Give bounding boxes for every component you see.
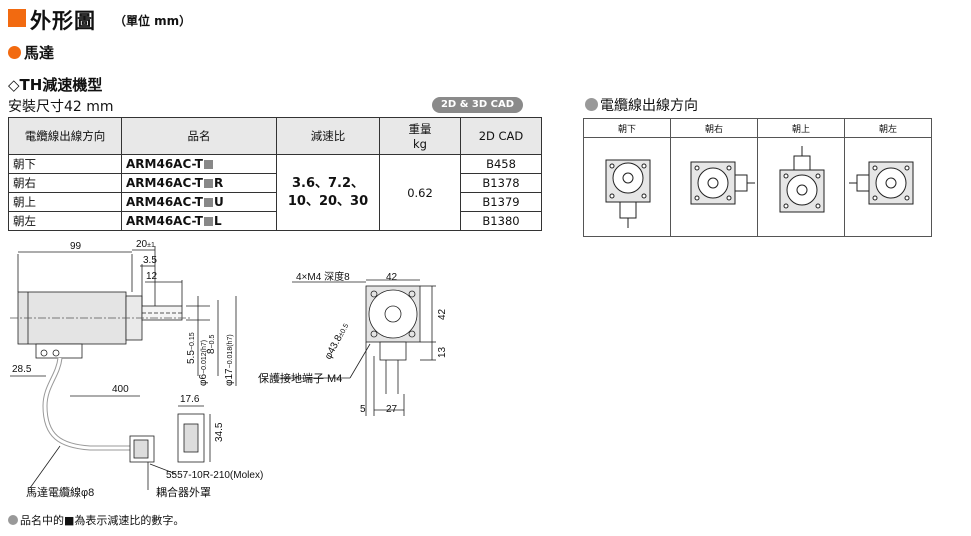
- dim-5: 5: [360, 404, 366, 415]
- ratio-placeholder-icon: [203, 179, 213, 188]
- direction-view-right: [670, 137, 758, 237]
- bullet-icon: [585, 98, 598, 111]
- ground-terminal-label: 保護接地端子 M4: [258, 371, 342, 385]
- cad-link[interactable]: B1379: [460, 192, 542, 212]
- motor-up-icon: [779, 146, 825, 213]
- dim-shaft-6: φ6−0.012(h7): [198, 340, 209, 386]
- ratio-placeholder-icon: [203, 198, 213, 207]
- cable-label: 馬達電纜線φ8: [26, 485, 94, 499]
- section-motor: 馬達: [24, 44, 55, 62]
- table-row: 朝下 ARM46AC-T 3.6、7.2、10、20、30 0.62 B458: [8, 154, 542, 231]
- unit-label: （單位 mm）: [114, 14, 192, 28]
- header-direction: 電纜線出線方向: [8, 117, 122, 155]
- cad-link[interactable]: B1380: [460, 211, 542, 231]
- dim-99: 99: [70, 241, 82, 252]
- dim-400: 400: [112, 384, 129, 395]
- dim-27: 27: [386, 404, 398, 415]
- dim-28-5: 28.5: [12, 364, 32, 375]
- row-direction: 朝右: [8, 173, 122, 193]
- direction-view-left: [844, 137, 932, 237]
- dim-13: 13: [437, 346, 448, 358]
- dim-42-height: 42: [437, 308, 448, 320]
- direction-label-left: 朝左: [844, 118, 932, 138]
- header-ratio: 減速比: [276, 117, 380, 155]
- footnote: 品名中的■為表示減速比的數字。: [20, 514, 185, 527]
- series-title: ◇TH減速機型: [8, 76, 103, 94]
- direction-label-up: 朝上: [757, 118, 845, 138]
- motor-left-icon: [849, 161, 914, 205]
- direction-view-down: [583, 137, 671, 237]
- direction-label-down: 朝下: [583, 118, 671, 138]
- row-direction: 朝左: [8, 211, 122, 231]
- motor-down-icon: [605, 159, 651, 228]
- row-direction: 朝上: [8, 192, 122, 212]
- row-direction: 朝下: [8, 154, 122, 174]
- mount-size: 安裝尺寸42 mm: [8, 99, 114, 115]
- direction-view-up: [757, 137, 845, 237]
- dim-20: 20±1: [136, 239, 155, 250]
- dim-12: 12: [146, 271, 158, 282]
- motor-right-icon: [690, 161, 755, 205]
- bullet-icon: [8, 46, 21, 59]
- direction-panel: 朝下 朝右 朝上 朝左: [583, 118, 932, 237]
- dim-4xm4: 4×M4 深度8: [296, 270, 350, 283]
- row-name: ARM46AC-T: [121, 154, 277, 174]
- direction-label-right: 朝右: [670, 118, 758, 138]
- cad-link[interactable]: B458: [460, 154, 542, 174]
- ratio-placeholder-icon: [203, 160, 213, 169]
- title-marker: [8, 9, 26, 27]
- header-name: 品名: [121, 117, 277, 155]
- dim-5-5: 5.5−0.15: [186, 332, 197, 364]
- dim-3-5: 3.5: [143, 255, 157, 266]
- connector-cover-label: 耦合器外罩: [156, 485, 211, 499]
- connector-model-label: 5557-10R-210(Molex): [166, 470, 263, 481]
- page-title: 外形圖: [30, 9, 96, 33]
- dim-43-8: φ43.8±0.5: [323, 321, 351, 361]
- dimension-drawing: 99 20±1 3.5 12 28.5 400 17.6 34.5 5.5−0.…: [10, 239, 448, 499]
- ratio-placeholder-icon: [203, 217, 213, 226]
- dim-pilot-17: φ17−0.018(h7): [224, 334, 235, 386]
- dim-42-width: 42: [386, 272, 398, 283]
- ratio-cell: 3.6、7.2、10、20、30: [276, 154, 380, 231]
- weight-cell: 0.62: [379, 154, 461, 231]
- dim-8: 8−0.5: [206, 335, 217, 354]
- cad-badge[interactable]: 2D & 3D CAD: [432, 97, 523, 113]
- header-cad: 2D CAD: [460, 117, 542, 155]
- dim-17-6: 17.6: [180, 394, 200, 405]
- bullet-icon: [8, 515, 18, 525]
- cad-link[interactable]: B1378: [460, 173, 542, 193]
- dim-34-5: 34.5: [214, 422, 225, 442]
- direction-panel-title: 電纜線出線方向: [600, 98, 698, 114]
